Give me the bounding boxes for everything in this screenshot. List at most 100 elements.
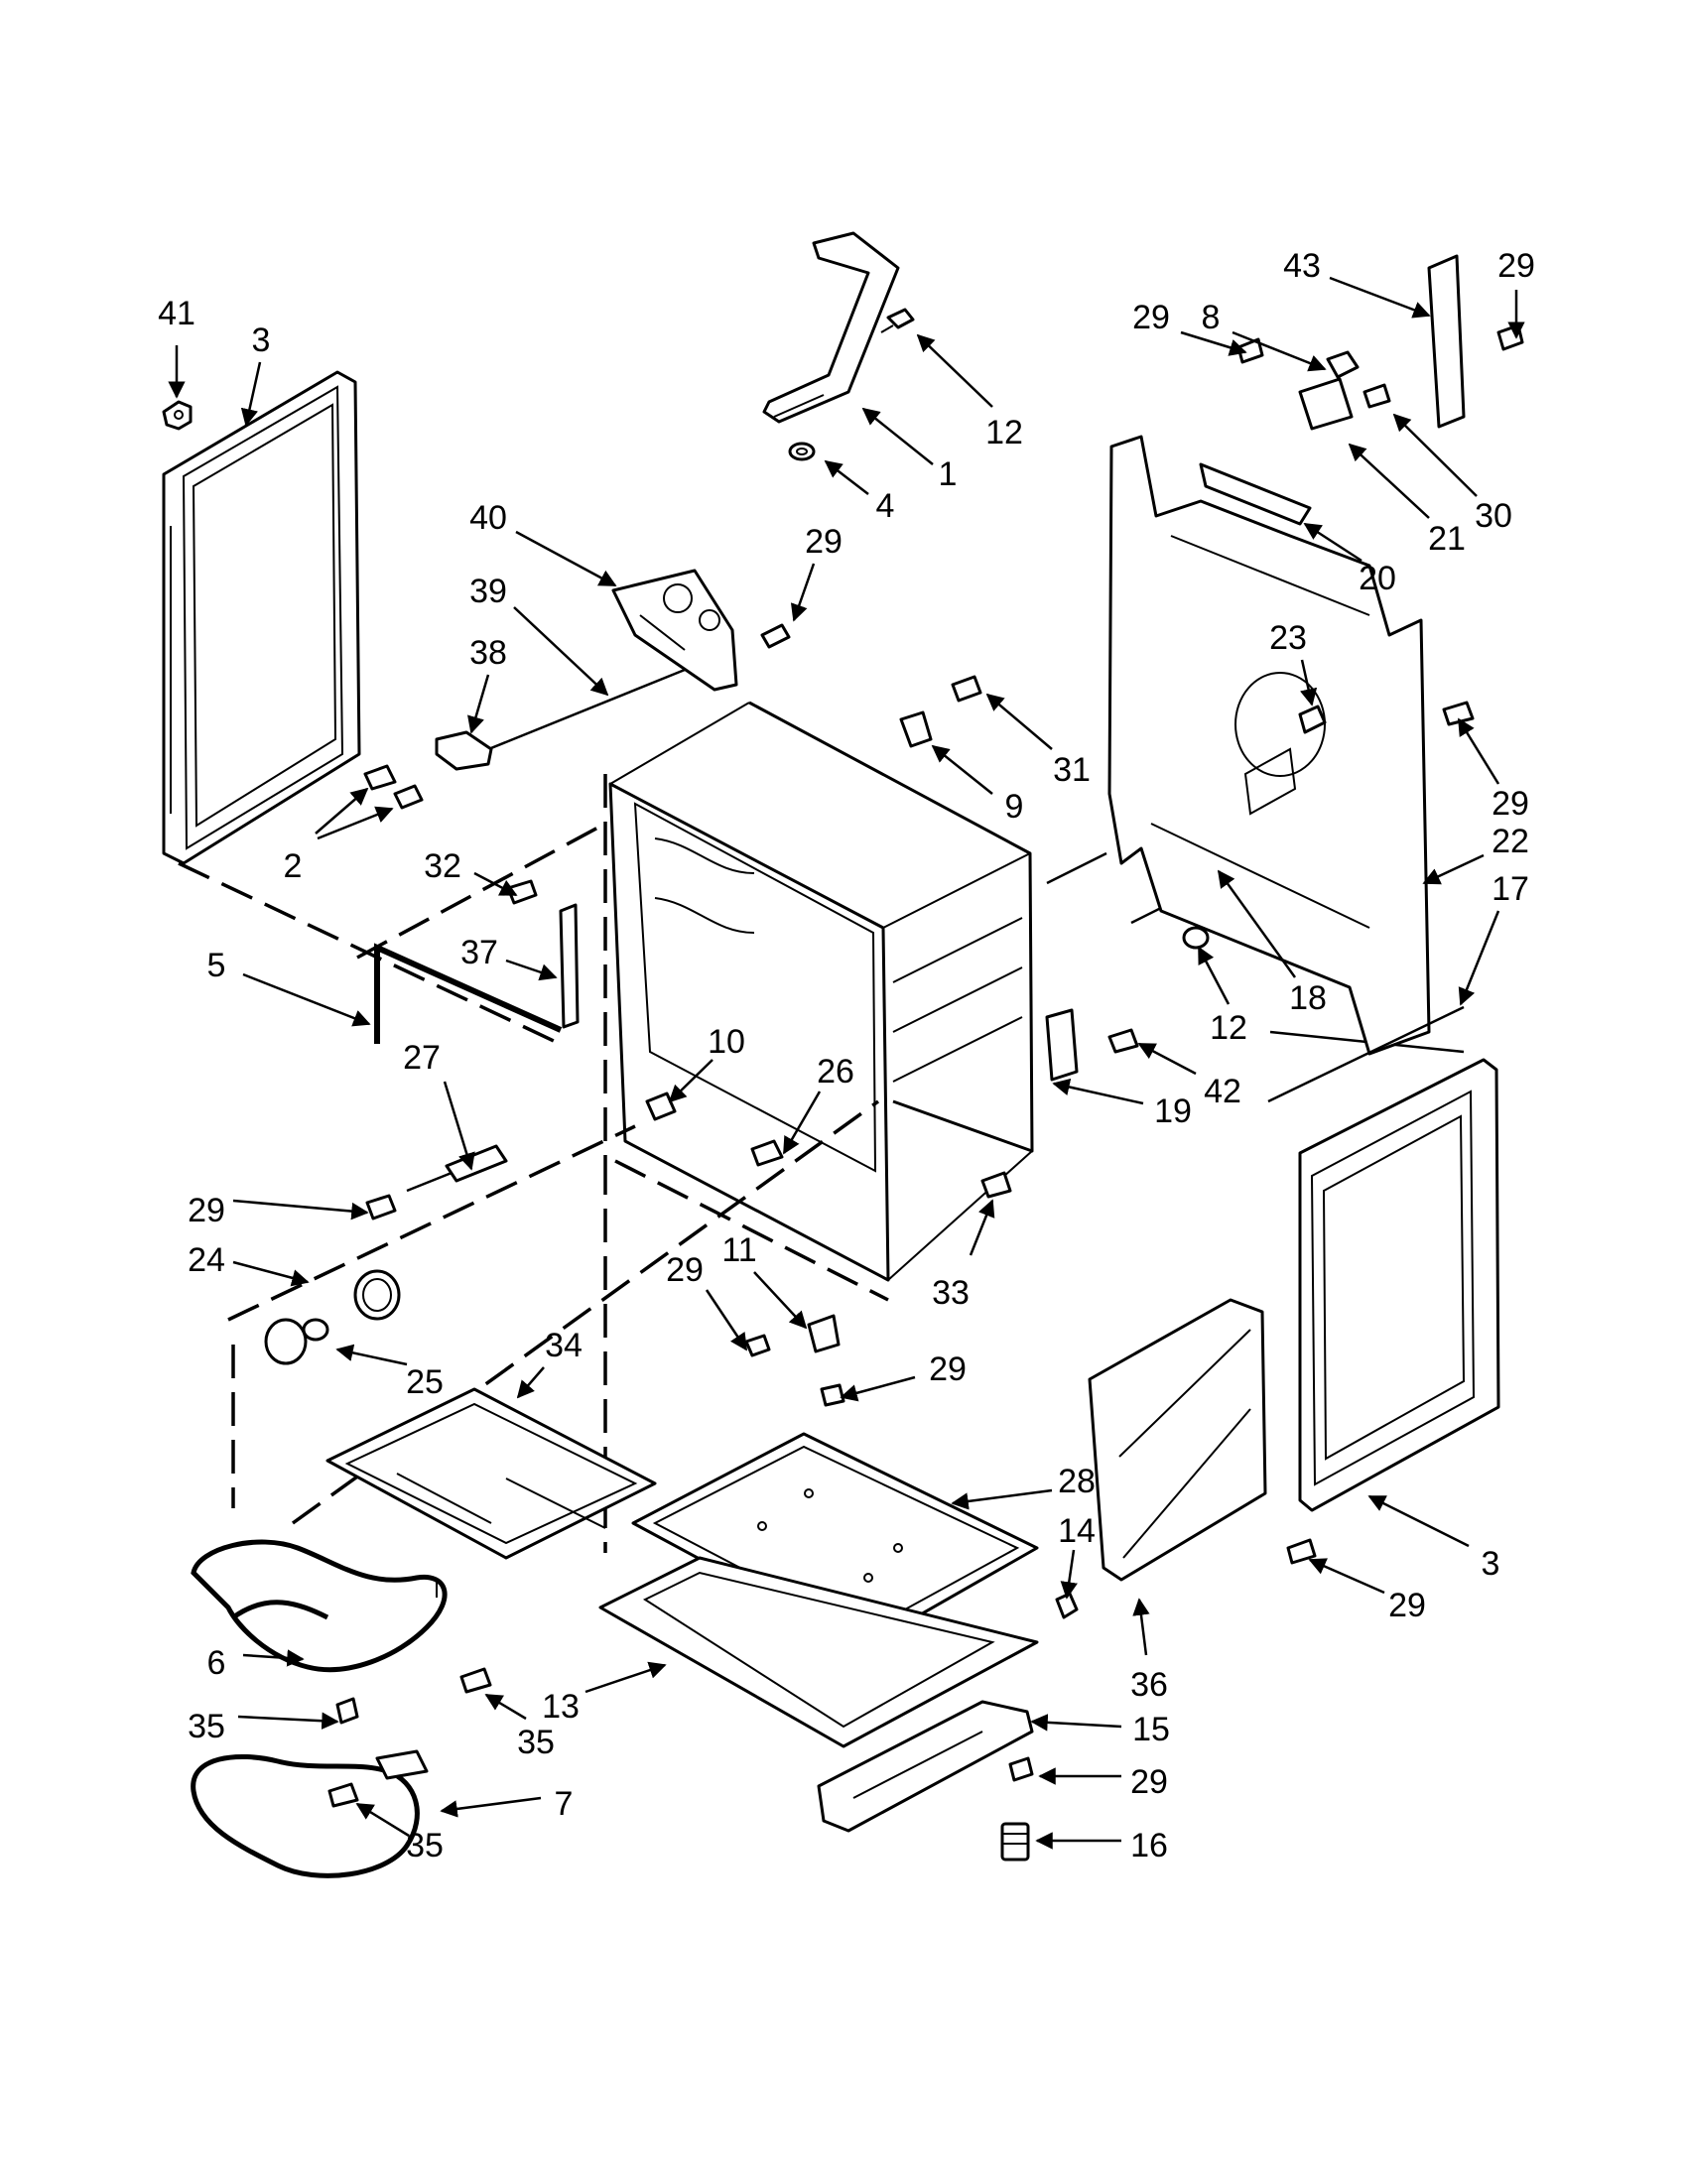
part-11-thermostat <box>807 1314 841 1353</box>
part-2-screws <box>363 764 424 810</box>
part-17-rod <box>1267 1005 1465 1103</box>
callout-label-c29f: 29 <box>805 523 843 561</box>
callout-label-c29i: 29 <box>1492 785 1529 823</box>
callout-label-c34: 34 <box>545 1327 583 1364</box>
callout-arrow-c30 <box>1392 413 1478 497</box>
callout-arrow-c12b <box>1197 946 1231 1005</box>
callout-arrow-c15 <box>1030 1714 1122 1732</box>
callout-label-c12a: 12 <box>985 414 1023 451</box>
callout-label-c1: 1 <box>939 455 958 493</box>
part-29-screw-11 <box>744 1334 845 1407</box>
callout-label-c24: 24 <box>188 1241 225 1279</box>
part-12-grommet <box>1182 926 1210 950</box>
callout-arrow-c10 <box>668 1059 714 1103</box>
callout-label-c29e: 29 <box>1388 1587 1426 1624</box>
callout-label-c35b: 35 <box>517 1724 555 1761</box>
callout-arrow-c5 <box>242 972 371 1027</box>
part-37-hinge-receiver <box>559 903 580 1029</box>
part-29-screw-right <box>1286 1538 1317 1565</box>
callout-arrow-c29i <box>1457 717 1500 785</box>
callout-arrow-c38 <box>467 674 490 734</box>
callout-arrow-c6 <box>242 1649 305 1667</box>
callout-label-c32: 32 <box>424 847 461 885</box>
callout-label-c39: 39 <box>469 573 507 610</box>
part-8-knob <box>1326 350 1360 379</box>
callout-label-c30: 30 <box>1475 497 1512 535</box>
callout-label-c27: 27 <box>403 1039 441 1077</box>
callout-arrow-c14 <box>1060 1549 1078 1600</box>
callout-label-c2: 2 <box>284 847 303 885</box>
part-7-element <box>191 1749 429 1878</box>
callout-label-c11: 11 <box>721 1231 756 1269</box>
callout-arrow-c7 <box>440 1796 542 1818</box>
callout-label-c19: 19 <box>1154 1092 1192 1130</box>
callout-label-c36: 36 <box>1130 1666 1168 1704</box>
callout-arrow-c35c <box>355 1802 410 1838</box>
part-39-rod <box>475 668 686 756</box>
callout-arrow-c8 <box>1232 330 1327 372</box>
callout-arrow-c2 <box>315 787 369 835</box>
part-1-bracket <box>762 231 900 424</box>
part-22-back-panel <box>1107 435 1431 1056</box>
part-29-screw-40 <box>760 623 791 649</box>
callout-label-c29a: 29 <box>188 1192 225 1229</box>
callout-arrow-c29a <box>232 1199 369 1220</box>
callout-arrow-c36 <box>1132 1598 1150 1656</box>
callout-label-c29c: 29 <box>929 1350 967 1388</box>
callout-label-c29d: 29 <box>1130 1763 1168 1801</box>
callout-arrow-c20 <box>1303 522 1363 563</box>
part-29-screw-left <box>365 1194 397 1220</box>
callout-arrow-c3a <box>240 361 262 427</box>
callout-label-c38: 38 <box>469 634 507 672</box>
part-38-switch <box>435 730 493 771</box>
callout-arrow-c39 <box>513 606 609 697</box>
callout-label-c5: 5 <box>207 947 226 984</box>
callout-label-c29g: 29 <box>1132 299 1170 336</box>
callout-arrow-c29g <box>1180 330 1247 356</box>
callout-label-c17: 17 <box>1492 870 1529 908</box>
part-31-screw <box>951 675 982 703</box>
part-19-bracket <box>1045 1008 1079 1082</box>
callout-arrow-c35b <box>484 1693 527 1721</box>
callout-label-c26: 26 <box>817 1053 854 1091</box>
callout-label-c35a: 35 <box>188 1708 225 1745</box>
callout-label-c16: 16 <box>1130 1827 1168 1864</box>
part-16-leveler <box>1000 1822 1030 1862</box>
callout-label-c18: 18 <box>1289 979 1327 1017</box>
callout-arrow-c9 <box>931 744 993 795</box>
part-21-terminal-block <box>1298 377 1354 431</box>
callout-arrow-c35a <box>237 1712 339 1730</box>
part-4-washer <box>788 442 816 461</box>
callout-arrow-c26 <box>782 1091 822 1155</box>
callout-label-c4: 4 <box>876 487 895 525</box>
part-20-bracket <box>1199 462 1312 526</box>
part-40-latch-assembly <box>611 569 738 692</box>
callout-arrow-c29f <box>790 563 816 622</box>
callout-label-c42: 42 <box>1204 1073 1241 1110</box>
callout-arrow-c19 <box>1052 1078 1144 1105</box>
callout-label-c28: 28 <box>1058 1463 1096 1500</box>
callout-label-c37: 37 <box>460 934 498 971</box>
callout-arrow-c4 <box>824 459 869 495</box>
callout-arrow-c24 <box>232 1260 310 1287</box>
callout-arrow-c11 <box>753 1271 808 1330</box>
callout-label-c23: 23 <box>1269 619 1307 657</box>
callout-label-c12b: 12 <box>1210 1009 1247 1047</box>
part-42-screw <box>1107 1028 1139 1054</box>
callout-label-c15: 15 <box>1132 1711 1170 1748</box>
part-43-bracket <box>1427 254 1466 429</box>
callout-label-c3b: 3 <box>1482 1545 1500 1583</box>
callout-arrow-c1 <box>861 407 934 465</box>
callout-arrow-c34 <box>516 1366 545 1399</box>
callout-arrow-c43 <box>1329 276 1431 319</box>
callout-label-c31: 31 <box>1053 751 1091 789</box>
callout-arrow-c31 <box>985 693 1053 750</box>
callout-label-c21: 21 <box>1428 520 1466 558</box>
callout-arrow-c37 <box>505 959 558 981</box>
part-15-rail <box>817 1700 1034 1833</box>
callout-label-c9: 9 <box>1005 788 1024 826</box>
callout-label-c43: 43 <box>1283 247 1321 285</box>
callout-arrow-c13 <box>584 1661 667 1694</box>
callout-arrow-c28 <box>951 1488 1053 1510</box>
